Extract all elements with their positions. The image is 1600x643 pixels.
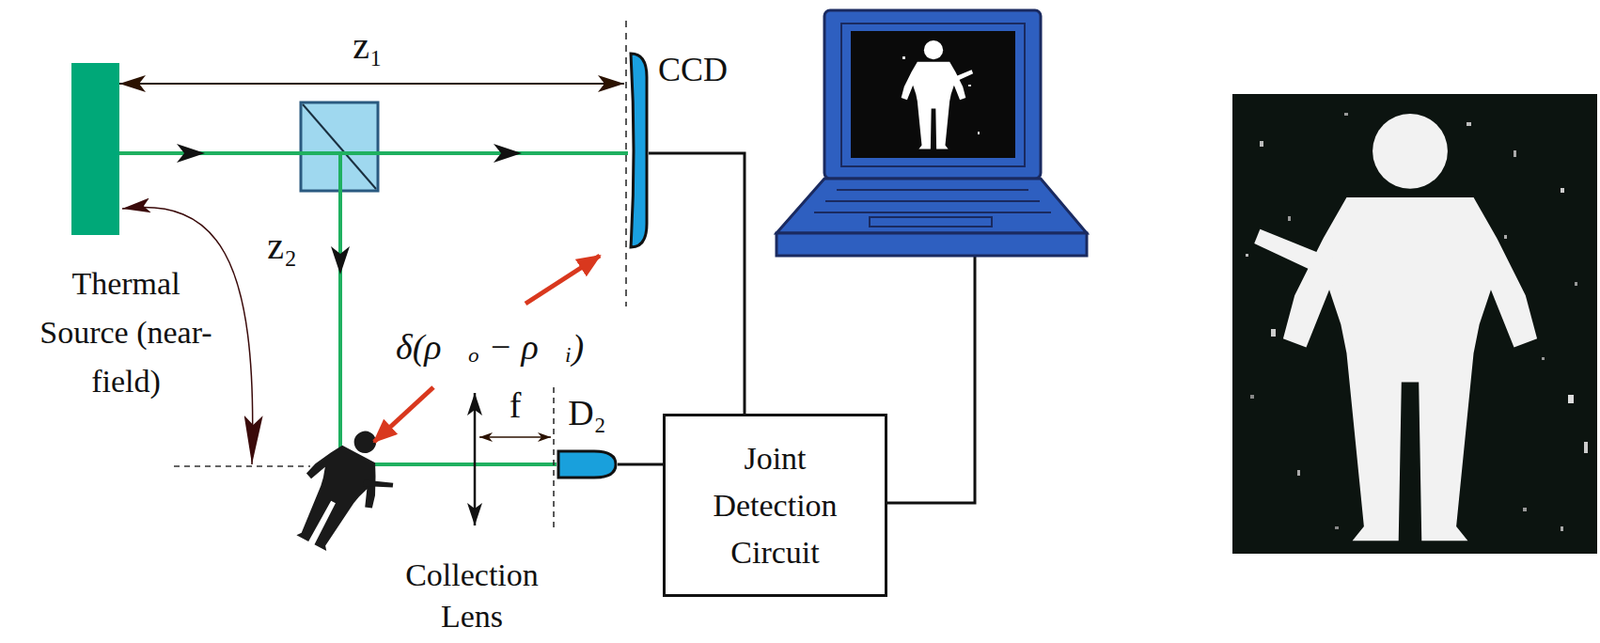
image-speckle xyxy=(1560,526,1564,532)
keyboard-row xyxy=(836,188,1029,191)
detector-label: D₂ xyxy=(556,392,618,433)
ccd-camera: CCD xyxy=(627,50,649,251)
image-background xyxy=(1232,94,1598,554)
joint-detection-box: Joint Detection Circuit xyxy=(662,413,888,597)
thermal-source: Thermal Source (near-field) xyxy=(71,62,120,236)
screen-image xyxy=(901,40,973,149)
image-silhouette xyxy=(1254,113,1538,541)
object-plane-line xyxy=(173,465,311,468)
screen-speckle xyxy=(968,84,972,87)
screen-speckle xyxy=(902,56,906,60)
image-speckle xyxy=(1504,235,1507,239)
image-speckle xyxy=(1287,216,1291,221)
image-speckle xyxy=(1574,282,1578,286)
image-speckle xyxy=(1522,507,1527,512)
detector-shape xyxy=(556,449,618,480)
signal-wire xyxy=(617,463,663,467)
distance-arrow xyxy=(119,82,625,85)
image-speckle xyxy=(1568,394,1574,404)
beam-direction-arrow xyxy=(330,246,350,275)
ccd-label: CCD xyxy=(658,50,728,89)
image-speckle xyxy=(1541,357,1545,361)
laptop-bottom xyxy=(776,233,1087,256)
image-speckle xyxy=(1270,329,1276,337)
laptop-computer xyxy=(776,10,1087,256)
source-label: Thermal Source (near-field) xyxy=(36,259,216,407)
image-speckle xyxy=(1297,470,1301,476)
distance-label: z₂ xyxy=(266,225,298,267)
pointer-arrow xyxy=(525,255,600,304)
image-speckle xyxy=(1334,526,1339,530)
correlation-formula: δ(ρ⃗ₒ − ρ⃗ᵢ) xyxy=(395,326,584,368)
ccd-shape xyxy=(627,50,649,251)
distance-label: z₁ xyxy=(352,25,383,67)
ccd-outline xyxy=(630,53,647,248)
beam-direction-arrow xyxy=(493,143,522,163)
signal-wire xyxy=(648,153,745,414)
focal-plane-line xyxy=(552,387,555,531)
keyboard-spacebar xyxy=(869,217,992,227)
image-speckle xyxy=(1513,150,1517,157)
box-label: Joint Detection Circuit xyxy=(688,435,863,577)
beam-direction-arrow xyxy=(176,143,205,163)
image-speckle xyxy=(1344,112,1349,116)
focal-length-arrow xyxy=(479,436,551,439)
detector-outline xyxy=(558,451,616,478)
soldier-object xyxy=(278,414,410,565)
laptop-lid xyxy=(824,10,1041,179)
lens-label: Collection Lens xyxy=(382,554,562,638)
focal-length-label: f xyxy=(509,386,522,424)
keyboard-row xyxy=(814,211,1051,214)
image-speckle xyxy=(1584,441,1588,454)
bucket-detector: D₂ xyxy=(556,449,618,480)
image-speckle xyxy=(1560,188,1565,193)
screen-speckle xyxy=(977,131,980,135)
image-speckle xyxy=(1466,122,1472,126)
pointer-arrow xyxy=(374,387,434,442)
signal-wire xyxy=(887,255,975,503)
light-beam xyxy=(340,153,557,465)
image-speckle xyxy=(1245,253,1249,257)
image-speckle xyxy=(1259,141,1264,147)
laptop-keyboard-base xyxy=(776,178,1087,234)
laptop-bezel xyxy=(841,23,1025,167)
keyboard-row xyxy=(825,200,1040,203)
laptop-screen xyxy=(850,31,1016,158)
lens-symbol xyxy=(473,392,477,526)
image-speckle xyxy=(1250,394,1255,399)
image-plane-line xyxy=(625,20,628,307)
ghost-image xyxy=(1232,94,1598,554)
